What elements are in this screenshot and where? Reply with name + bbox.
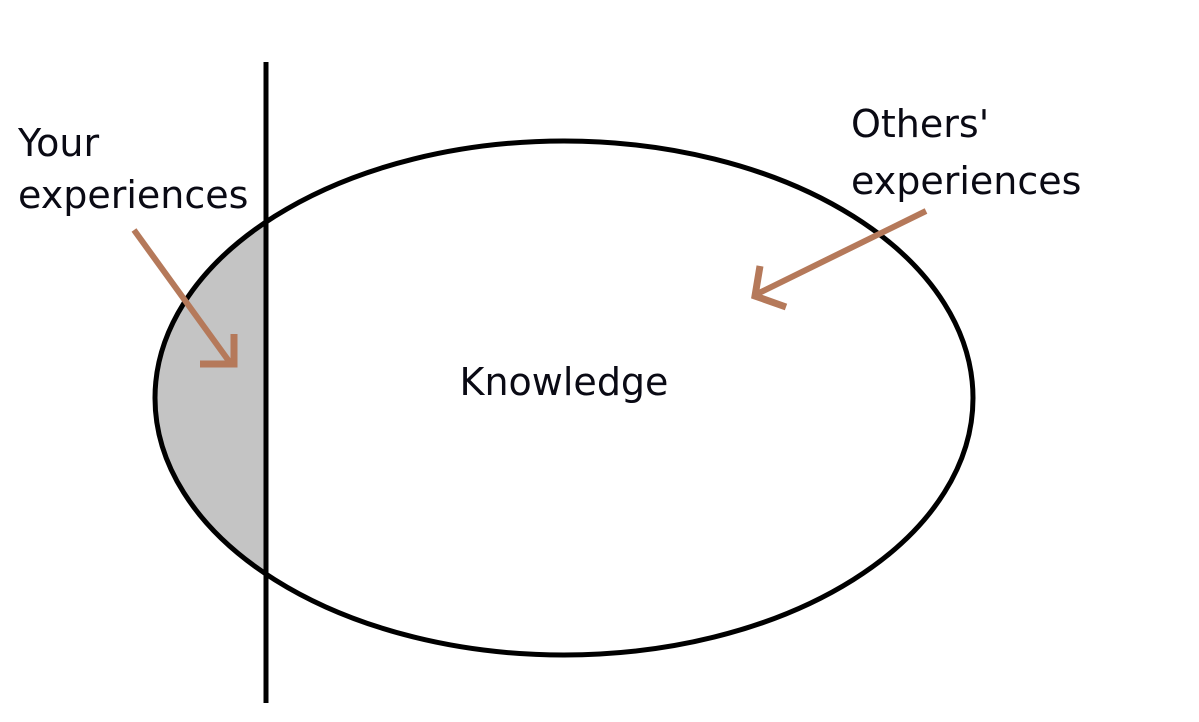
knowledge-ellipse	[152, 138, 976, 658]
your-experiences-shaded-region	[155, 222, 266, 574]
others-experiences-arrow	[751, 208, 928, 311]
your-experiences-label-line2: experiences	[18, 173, 248, 217]
others-experiences-label-line1: Others'	[851, 102, 989, 146]
others-experiences-label-line2: experiences	[851, 159, 1081, 203]
your-experiences-label-line1: Your	[17, 121, 99, 165]
others-experiences-arrow-shaft	[755, 208, 928, 297]
knowledge-label: Knowledge	[460, 360, 669, 404]
your-experiences-arrow-shaft	[131, 228, 234, 366]
others-experiences-arrow-head	[751, 265, 788, 311]
your-experiences-arrow-head	[200, 334, 238, 368]
your-experiences-arrow	[131, 228, 238, 368]
